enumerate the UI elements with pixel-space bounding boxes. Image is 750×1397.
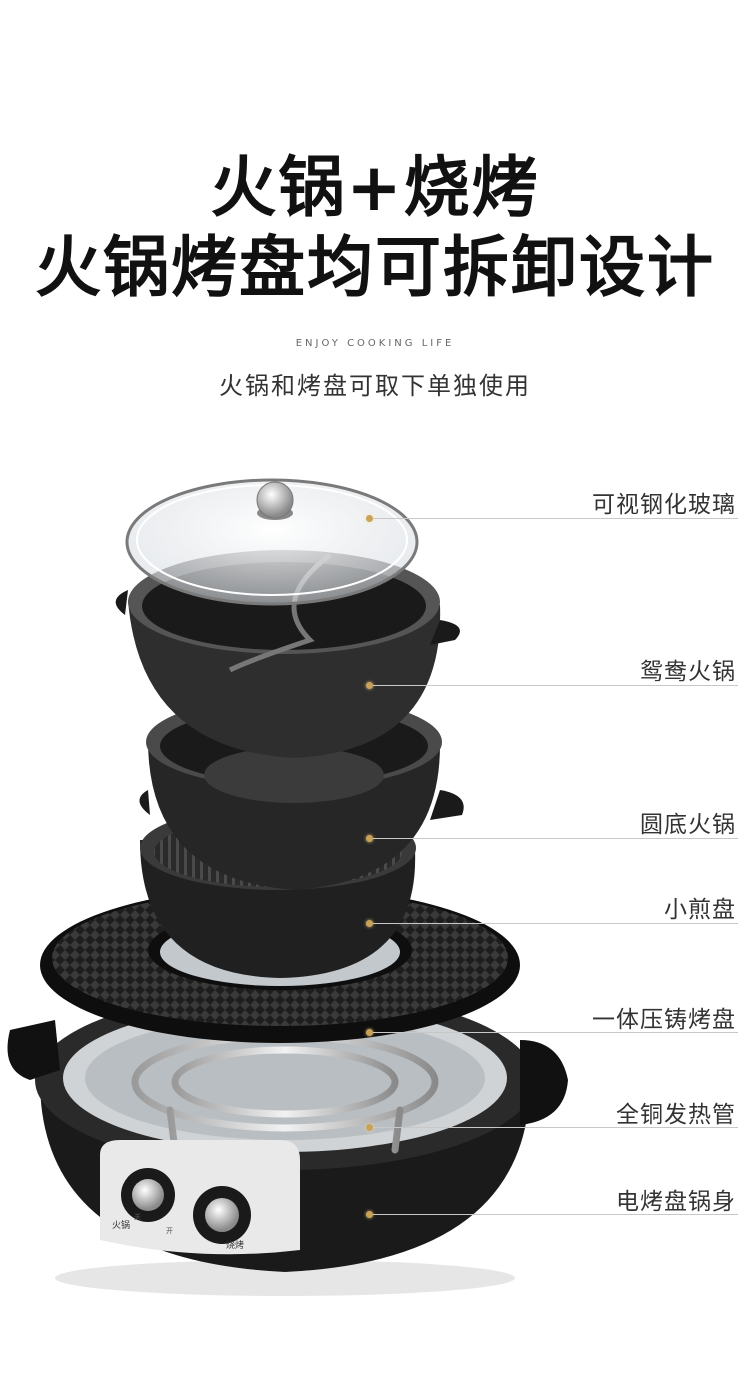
glass-lid [125, 478, 419, 606]
knob-label-off: 关 [134, 1213, 141, 1221]
main-title-line1: 火锅+烧烤 [210, 149, 540, 226]
part-label-body: 电烤盘锅身 [616, 1189, 736, 1215]
part-label-round-pot: 圆底火锅 [640, 812, 736, 838]
lid-knob [256, 481, 294, 519]
leader-line [372, 838, 738, 839]
marker-dot [366, 515, 373, 522]
tagline-chinese: 火锅和烤盘可取下单独使用 [219, 372, 531, 400]
tagline-english: ENJOY COOKING LIFE [295, 338, 455, 349]
leader-line [372, 1214, 738, 1215]
hotpot-grill-illustration [7, 478, 568, 1296]
left-handle [7, 1020, 60, 1080]
part-label-heating-tube: 全铜发热管 [616, 1102, 736, 1128]
right-handle [520, 1040, 568, 1125]
leader-line [372, 1032, 738, 1033]
marker-dot [366, 682, 373, 689]
base-shadow [55, 1260, 515, 1296]
part-label-yinyang-pot: 鸳鸯火锅 [640, 659, 736, 685]
marker-dot [366, 1124, 373, 1131]
part-label-frying-pan: 小煎盘 [664, 897, 736, 923]
leader-line [372, 923, 738, 924]
leader-line [372, 685, 738, 686]
part-label-grill-plate: 一体压铸烤盘 [592, 1007, 736, 1033]
leader-line [372, 1127, 738, 1128]
knob-label-grill: 烧烤 [226, 1241, 245, 1251]
marker-dot [366, 1211, 373, 1218]
marker-dot [366, 920, 373, 927]
marker-dot [366, 1029, 373, 1036]
knob-label-hotpot: 火锅 [112, 1221, 131, 1231]
part-label-glass-lid: 可视钢化玻璃 [592, 492, 736, 518]
leader-line [372, 518, 738, 519]
knob-label-on: 开 [166, 1227, 173, 1235]
marker-dot [366, 835, 373, 842]
main-title-line2: 火锅烤盘均可拆卸设计 [35, 229, 715, 306]
